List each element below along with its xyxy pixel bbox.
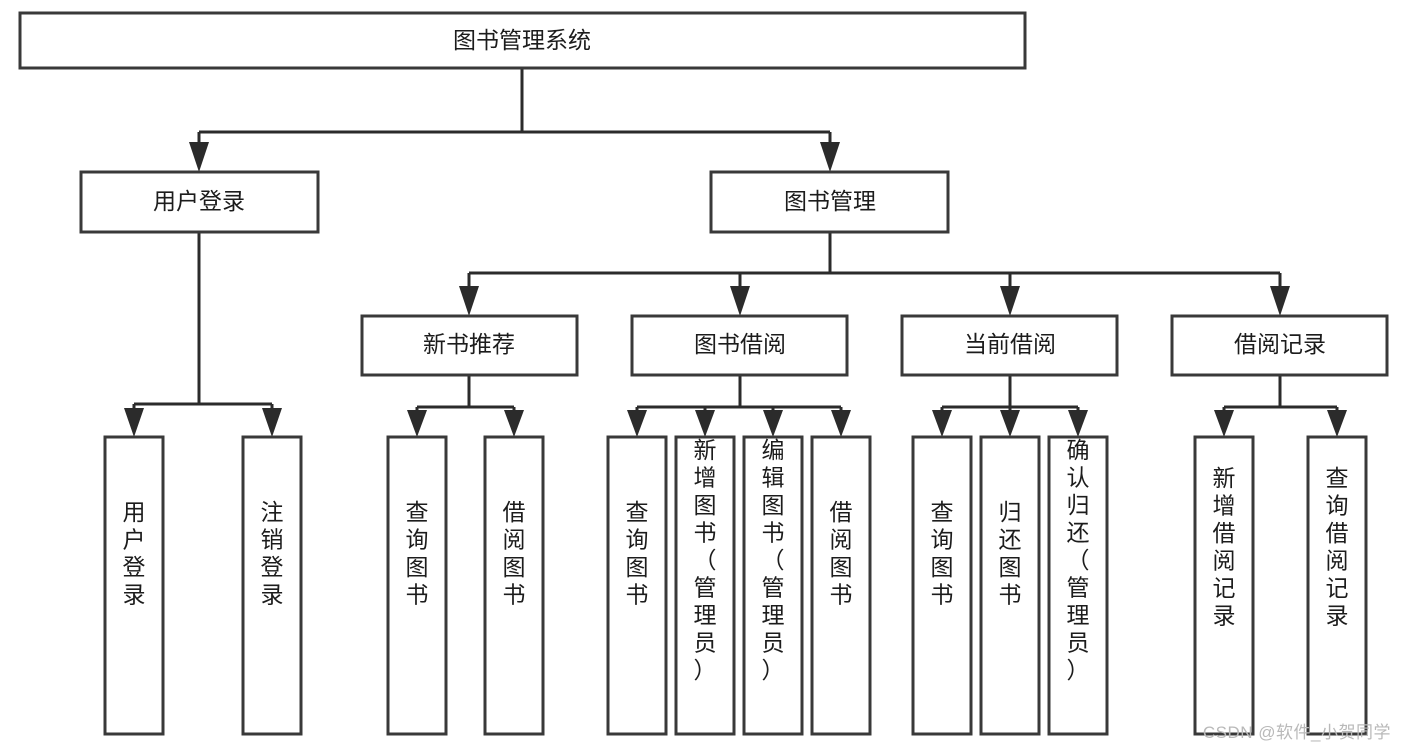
arrow-head-l2-2: [820, 142, 840, 172]
node-leaf-logout-box[interactable]: [241, 435, 303, 736]
arrow-head-leaf-13: [1327, 410, 1347, 437]
node-leaf-user-login-label: 用户登录: [123, 499, 146, 608]
arrow-head-leaf-6: [695, 410, 715, 437]
node-layer: 图书管理系统 用户登录 图书管理 新书推荐 图书借阅 当前: [18, 11, 1389, 736]
node-leaf-return-book[interactable]: 归还图书: [979, 435, 1041, 736]
node-user-login[interactable]: 用户登录: [79, 170, 320, 234]
connector-layer: [124, 68, 1347, 437]
watermark: CSDN @软件_小贺同学: [1202, 723, 1391, 742]
arrow-head-leaf-10: [1000, 410, 1020, 437]
node-root-box[interactable]: [18, 11, 1027, 70]
node-leaf-user-login-box[interactable]: [103, 435, 165, 736]
node-leaf-query-book-2[interactable]: 查询图书: [606, 435, 668, 736]
node-leaf-query-book-1-label: 查询图书: [406, 499, 429, 608]
node-leaf-borrow-book-2-label: 借阅图书: [830, 499, 853, 608]
node-leaf-query-borrow-record-box[interactable]: [1306, 435, 1368, 736]
node-borrow-record[interactable]: 借阅记录: [1170, 314, 1389, 377]
node-leaf-add-borrow-record-box[interactable]: [1193, 435, 1255, 736]
node-leaf-query-borrow-record[interactable]: 查询借阅记录: [1306, 435, 1368, 736]
node-leaf-add-book-box[interactable]: [674, 435, 736, 736]
node-leaf-confirm-return[interactable]: 确认归还（管理员）: [1047, 435, 1109, 736]
arrow-head-leaf-9: [932, 410, 952, 437]
arrow-head-leaf-11: [1068, 410, 1088, 437]
node-leaf-borrow-book-1[interactable]: 借阅图书: [483, 435, 545, 736]
node-leaf-return-book-box[interactable]: [979, 435, 1041, 736]
node-user-login-label: 用户登录: [153, 188, 245, 214]
node-leaf-borrow-book-2-box[interactable]: [810, 435, 872, 736]
node-current-borrow[interactable]: 当前借阅: [900, 314, 1119, 377]
node-new-book-recommend-label: 新书推荐: [423, 331, 515, 357]
node-current-borrow-box[interactable]: [900, 314, 1119, 377]
arrow-head-l3-3: [1000, 286, 1020, 316]
node-leaf-query-borrow-record-label: 查询借阅记录: [1326, 465, 1349, 629]
arrow-head-l3-2: [730, 286, 750, 316]
node-book-borrow-box[interactable]: [630, 314, 849, 377]
arrow-head-leaf-7: [763, 410, 783, 437]
node-leaf-edit-book[interactable]: 编辑图书（管理员）: [742, 435, 804, 736]
node-leaf-query-book-1-box[interactable]: [386, 435, 448, 736]
node-borrow-record-label: 借阅记录: [1234, 331, 1326, 357]
node-book-management-label: 图书管理: [784, 188, 876, 214]
node-root-label: 图书管理系统: [453, 27, 591, 53]
node-leaf-confirm-return-label: 确认归还（管理员）: [1067, 437, 1090, 683]
node-leaf-borrow-book-1-label: 借阅图书: [503, 499, 526, 608]
node-leaf-confirm-return-box[interactable]: [1047, 435, 1109, 736]
node-leaf-edit-book-label: 编辑图书（管理员）: [762, 437, 785, 683]
node-leaf-user-login[interactable]: 用户登录: [103, 435, 165, 736]
node-root[interactable]: 图书管理系统: [18, 11, 1027, 70]
node-leaf-add-borrow-record-label: 新增借阅记录: [1213, 465, 1236, 629]
node-leaf-add-book[interactable]: 新增图书（管理员）: [674, 435, 736, 736]
arrow-head-l3-1: [459, 286, 479, 316]
node-leaf-query-book-3-box[interactable]: [911, 435, 973, 736]
arrow-head-leaf-4: [504, 410, 524, 437]
node-leaf-query-book-1[interactable]: 查询图书: [386, 435, 448, 736]
node-leaf-logout[interactable]: 注销登录: [241, 435, 303, 736]
node-leaf-query-book-3[interactable]: 查询图书: [911, 435, 973, 736]
node-leaf-query-book-3-label: 查询图书: [931, 499, 954, 608]
node-leaf-add-borrow-record[interactable]: 新增借阅记录: [1193, 435, 1255, 736]
node-leaf-query-book-2-label: 查询图书: [626, 499, 649, 608]
node-new-book-recommend[interactable]: 新书推荐: [360, 314, 579, 377]
node-leaf-add-book-label: 新增图书（管理员）: [694, 437, 717, 683]
node-borrow-record-box[interactable]: [1170, 314, 1389, 377]
node-user-login-box[interactable]: [79, 170, 320, 234]
node-new-book-recommend-box[interactable]: [360, 314, 579, 377]
arrow-head-leaf-8: [831, 410, 851, 437]
arrow-head-leaf-5: [627, 410, 647, 437]
node-current-borrow-label: 当前借阅: [964, 331, 1056, 357]
node-leaf-edit-book-box[interactable]: [742, 435, 804, 736]
node-book-borrow[interactable]: 图书借阅: [630, 314, 849, 377]
arrow-head-leaf-3: [407, 410, 427, 437]
node-leaf-query-book-2-box[interactable]: [606, 435, 668, 736]
node-leaf-borrow-book-2[interactable]: 借阅图书: [810, 435, 872, 736]
arrow-head-l2-1: [189, 142, 209, 172]
node-leaf-return-book-label: 归还图书: [999, 499, 1022, 608]
node-book-borrow-label: 图书借阅: [694, 331, 786, 357]
arrow-head-l3-4: [1270, 286, 1290, 316]
node-leaf-borrow-book-1-box[interactable]: [483, 435, 545, 736]
arrow-head-leaf-2: [262, 408, 282, 437]
node-leaf-logout-label: 注销登录: [261, 499, 284, 608]
arrow-head-leaf-1: [124, 408, 144, 437]
arrow-head-leaf-12: [1214, 410, 1234, 437]
node-book-management-box[interactable]: [709, 170, 950, 234]
node-book-management[interactable]: 图书管理: [709, 170, 950, 234]
